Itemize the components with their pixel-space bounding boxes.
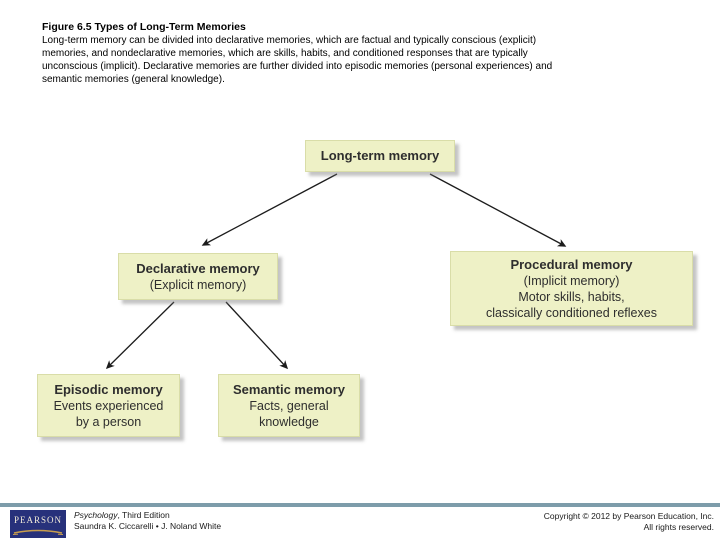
book-title-name: Psychology: [74, 510, 118, 520]
node-subline: classically conditioned reflexes: [486, 305, 657, 320]
node-subline: by a person: [75, 414, 142, 429]
node-label: Procedural memory: [510, 256, 633, 272]
figure-title: Figure 6.5 Types of Long-Term Memories: [42, 21, 246, 33]
node-episodic-memory: Episodic memory Events experienced by a …: [37, 374, 180, 437]
arrow-longterm-to-procedural: [429, 173, 567, 247]
node-subline: knowledge: [259, 414, 319, 429]
copyright-line: Copyright © 2012 by Pearson Education, I…: [543, 511, 714, 521]
caption-text-line: unconscious (implicit). Declarative memo…: [42, 61, 553, 72]
caption-text-line: semantic memories (general knowledge).: [42, 74, 225, 85]
node-label: Semantic memory: [233, 381, 345, 397]
node-label: Declarative memory: [136, 260, 260, 276]
copyright-line: All rights reserved.: [643, 522, 714, 532]
node-semantic-memory: Semantic memory Facts, general knowledge: [218, 374, 360, 437]
pearson-logo: PEARSON: [10, 510, 66, 538]
figure-caption: Figure 6.5 Types of Long-Term Memories L…: [42, 21, 672, 86]
footer-copyright: Copyright © 2012 by Pearson Education, I…: [544, 511, 714, 533]
node-procedural-memory: Procedural memory (Implicit memory) Moto…: [450, 251, 693, 326]
pearson-swoosh-icon: [12, 529, 64, 535]
node-subline: Events experienced: [53, 398, 164, 413]
book-authors: Saundra K. Ciccarelli • J. Noland White: [74, 521, 222, 531]
arrow-longterm-to-declarative: [201, 173, 338, 246]
pearson-logo-wordmark: PEARSON: [13, 515, 62, 525]
arrow-declarative-to-semantic: [225, 301, 289, 370]
node-label: Long-term memory: [320, 148, 440, 163]
caption-text-line: Long-term memory can be divided into dec…: [42, 35, 537, 46]
arrow-declarative-to-episodic: [105, 301, 175, 370]
node-long-term-memory: Long-term memory: [305, 140, 455, 172]
node-declarative-memory: Declarative memory (Explicit memory): [118, 253, 278, 300]
footer-book-info: Psychology, Third Edition Saundra K. Cic…: [74, 510, 221, 532]
node-subline: Facts, general: [249, 398, 329, 413]
node-subline: (Implicit memory): [523, 273, 620, 288]
node-label: Episodic memory: [54, 381, 163, 397]
book-title-edition: , Third Edition: [117, 510, 170, 520]
footer-divider: [0, 503, 720, 507]
book-title: Psychology, Third Edition: [74, 510, 221, 521]
caption-text-line: memories, and nondeclarative memories, w…: [42, 48, 528, 59]
node-subline: Motor skills, habits,: [518, 289, 625, 304]
node-subline: (Explicit memory): [149, 277, 247, 292]
